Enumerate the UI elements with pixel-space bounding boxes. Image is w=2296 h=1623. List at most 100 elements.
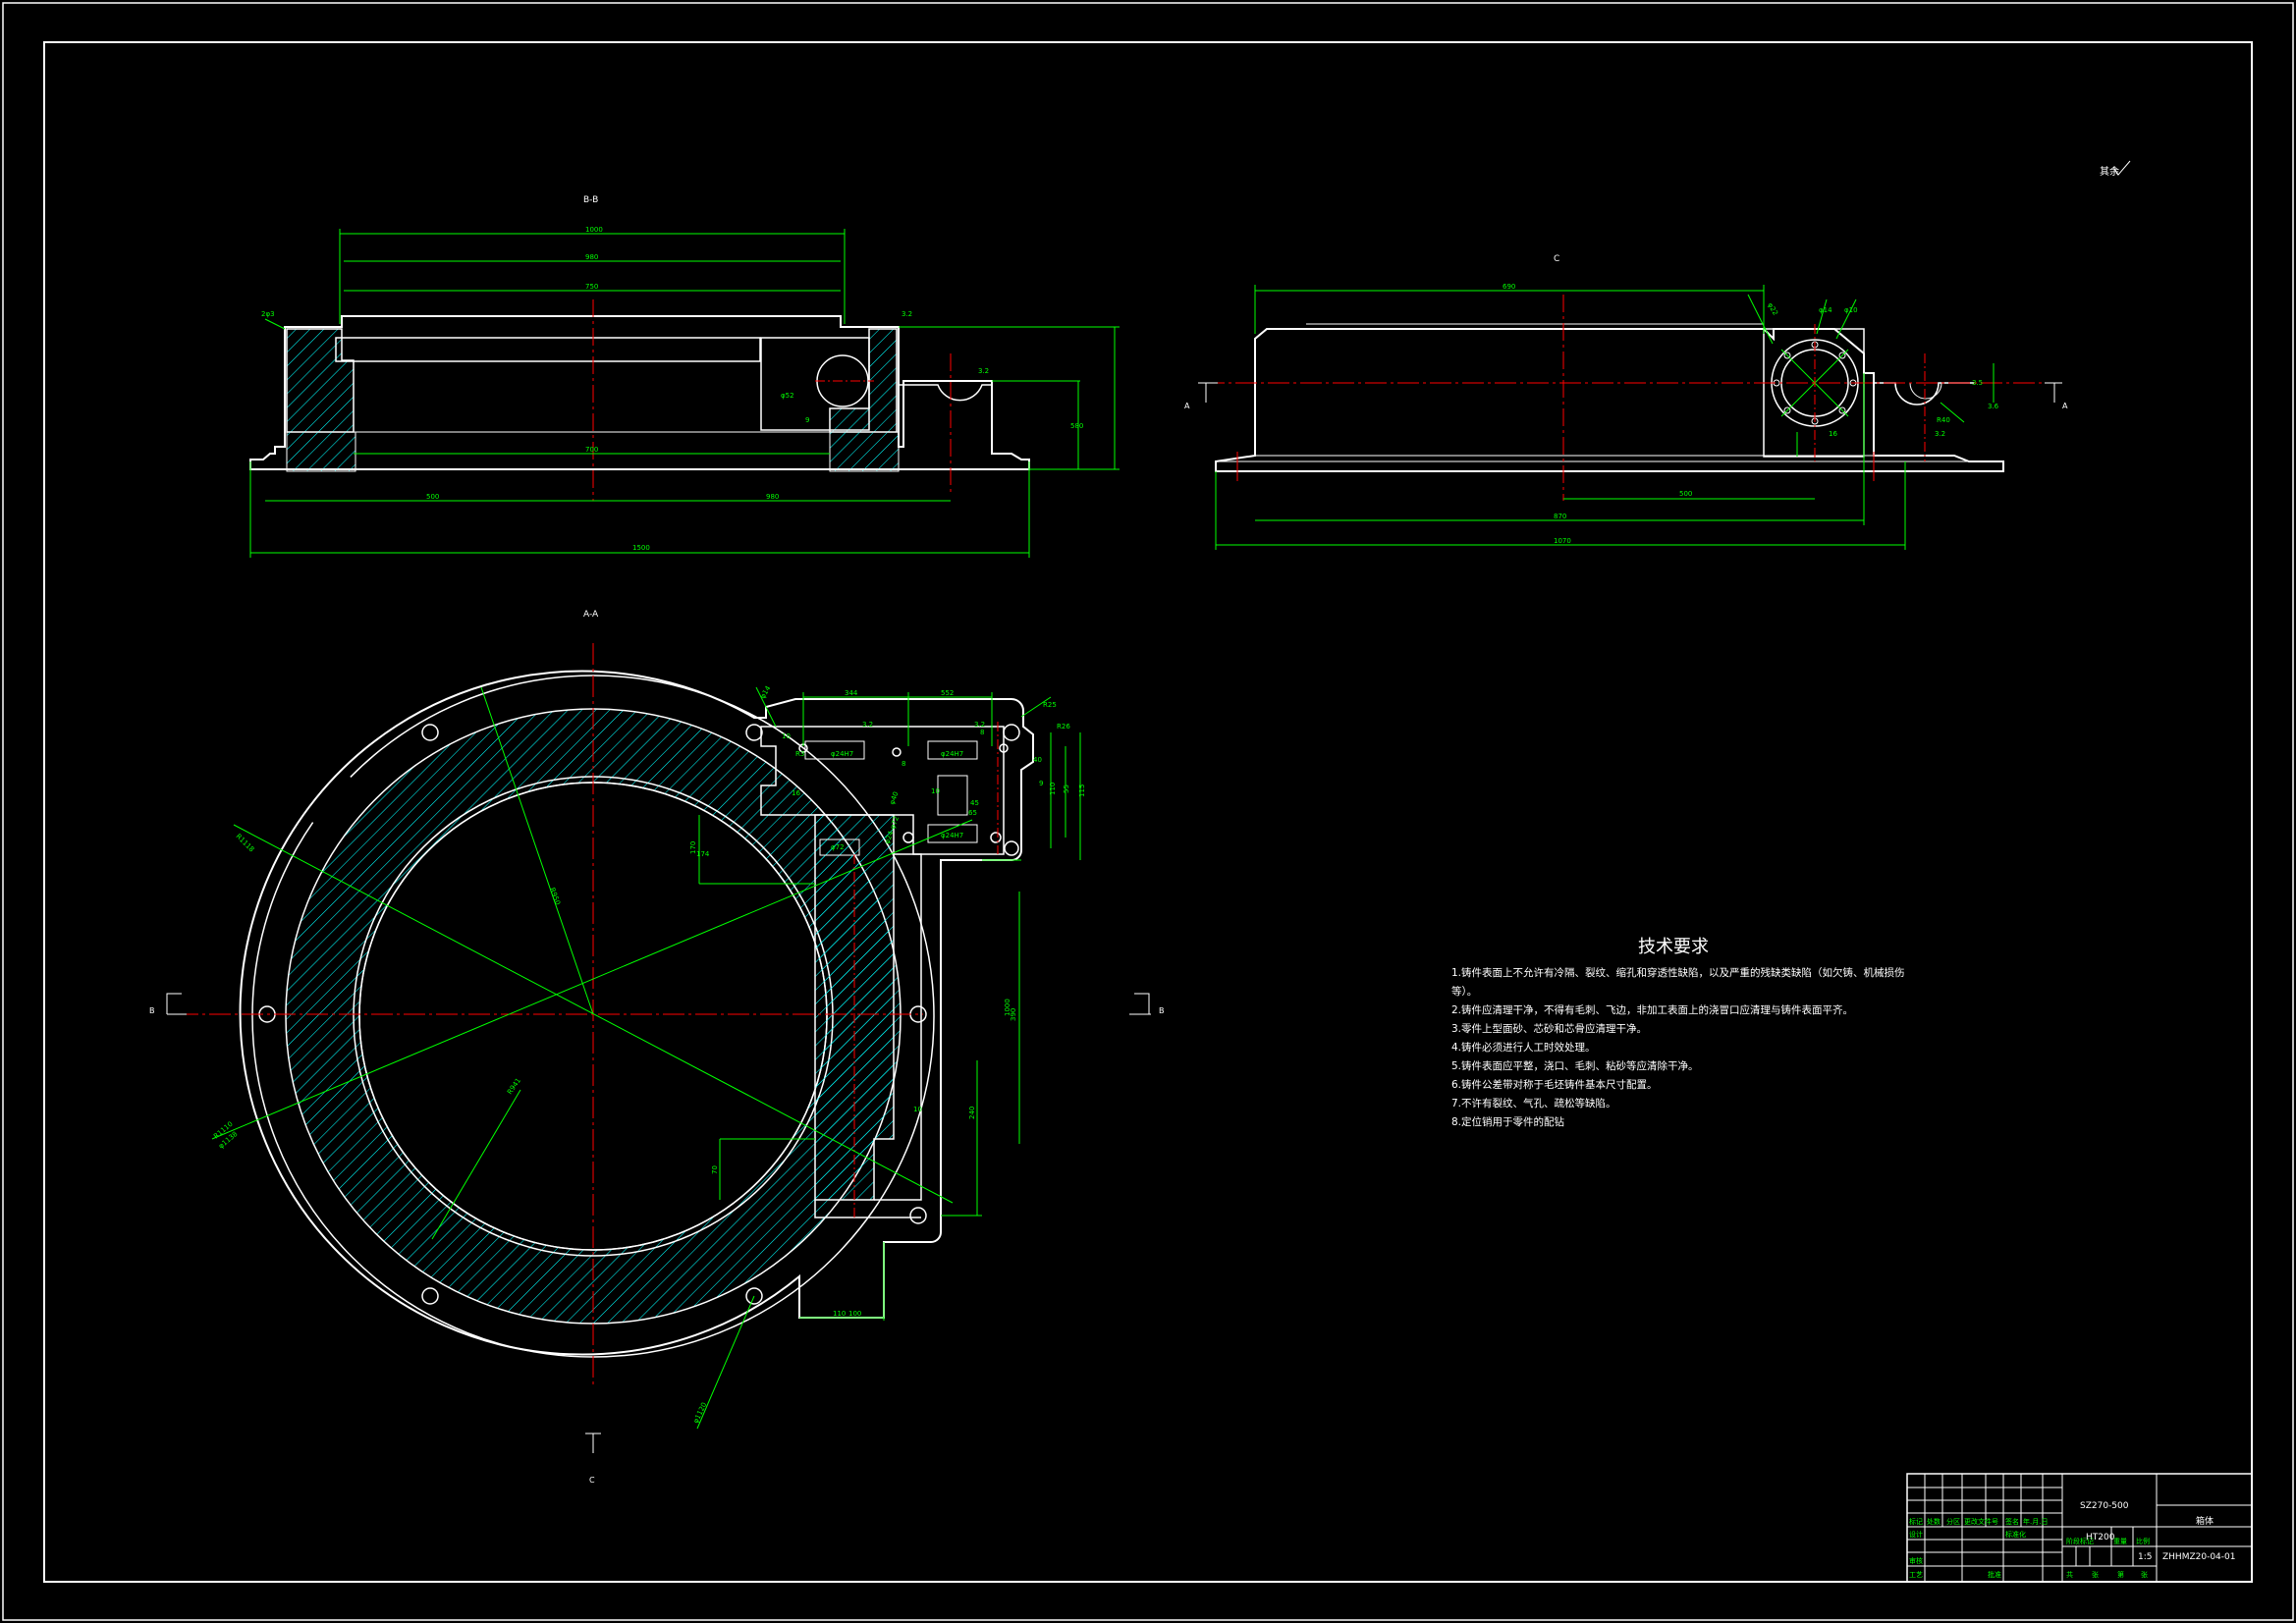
view-label-plan: A-A <box>583 610 599 620</box>
tech-item-8: 8.定位销用于零件的配钻 <box>1451 1116 1565 1128</box>
tb-label-0: 标记 <box>1909 1517 1923 1526</box>
tech-item-2: 2.铸件应清理干净，不得有毛刺、飞边，非加工表面上的浇冒口应清理与铸件表面平齐。 <box>1451 1004 1854 1016</box>
tech-item-1: 1.铸件表面上不允许有冷隔、裂纹、缩孔和穿透性缺陷，以及严重的残缺类缺陷（如欠铸… <box>1451 967 1905 979</box>
plan-dim-4: φ14 <box>759 684 773 700</box>
tb-label-3: 更改文件号 <box>1964 1517 1998 1526</box>
plan-dim-7: 110 <box>833 1310 846 1318</box>
plan-slot-4 <box>937 775 968 816</box>
tech-item-3: 3.零件上型面砂、芯砂和芯骨应清理干净。 <box>1451 1023 1648 1035</box>
tech-item-4: 4.铸件必须进行人工时效处理。 <box>1451 1042 1596 1054</box>
front-dim-lines <box>249 229 1120 558</box>
plan-dim-5: φ1120 <box>692 1401 709 1425</box>
plan-slot-1 <box>804 740 865 760</box>
side-section-mark-a-left: A <box>1184 402 1190 410</box>
tb-label-7: 标准化 <box>2005 1530 2026 1539</box>
plan-slot-2 <box>927 740 978 760</box>
side-section-marks <box>1198 382 2062 403</box>
front-hatch-base-right <box>829 431 900 472</box>
plan-dim-12: 344 <box>845 689 858 697</box>
plan-dim-lines <box>211 686 1081 1430</box>
plan-dim-32: 9 <box>1039 780 1043 787</box>
front-dim-3: 750 <box>585 283 598 291</box>
technical-requirements: 技术要求 1.铸件表面上不允许有冷隔、裂纹、缩孔和穿透性缺陷，以及严重的残缺类缺… <box>1451 933 1905 1132</box>
front-dim-9: 500 <box>426 493 439 501</box>
plan-dim-6: 1000 <box>1004 999 1011 1016</box>
front-bearing-seat <box>899 384 992 402</box>
tb-label-15: 张 <box>2092 1570 2099 1579</box>
plan-slot-3 <box>927 824 978 843</box>
side-dim-9: 500 <box>1679 490 1692 498</box>
front-dim-11: 580 <box>1070 422 1083 430</box>
plan-section-mark-c: C <box>589 1476 595 1485</box>
plan-dim-22: φ24H7 <box>941 750 963 758</box>
plan-section-view: B B C R1118 R1110 R950 R941 φ14 φ1120 10… <box>149 643 1165 1485</box>
side-dim-7: 3.2 <box>1935 430 1945 438</box>
front-hatch-base-left <box>286 431 356 472</box>
plan-dim-18: 40 <box>1033 756 1042 764</box>
view-label-front: B-B <box>583 195 598 205</box>
plan-dim-16: 10 <box>782 732 791 740</box>
side-dim-4: 16 <box>1829 430 1837 438</box>
tb-label-2: 分区 <box>1946 1517 1960 1526</box>
tb-label-12: 工艺 <box>1909 1571 1923 1579</box>
inner-frame <box>43 41 2253 1583</box>
plan-dim-26: 170 <box>689 841 697 854</box>
plan-section-marks <box>166 993 1151 1453</box>
title-block-text: SZ270-500 箱体 HT200 ZHHMZ20-04-01 1:5 标记 … <box>1909 1501 2235 1579</box>
plan-dim-24: 16 <box>792 789 800 797</box>
tb-label-10: 比例 <box>2136 1537 2150 1545</box>
side-view: A A 690 φ22 φ14 φ10 16 3.5 R40 3.2 3.6 5… <box>1184 283 2068 550</box>
plan-dim-31: 110 <box>1049 783 1057 795</box>
roughness-symbol <box>2112 160 2131 176</box>
plan-slot-5 <box>819 839 860 856</box>
tb-label-17: 张 <box>2141 1570 2148 1579</box>
plan-dim-0: R1118 <box>235 833 256 854</box>
front-dim-5: 700 <box>585 446 598 454</box>
front-section-view: 2φ3 1000 980 750 9 700 3.2 3.2 φ52 500 9… <box>249 226 1120 558</box>
tech-item-7: 7.不许有裂纹、气孔、疏松等缺陷。 <box>1451 1098 1616 1109</box>
front-dim-0: 2φ3 <box>261 310 275 318</box>
plan-dim-34: 10 <box>913 1106 922 1113</box>
tb-label-16: 第 <box>2117 1570 2124 1579</box>
plan-dim-38: 70 <box>711 1165 719 1174</box>
tb-label-13: 批准 <box>1988 1570 2001 1579</box>
plan-channel-inner <box>814 853 922 1218</box>
plan-dim-13: 552 <box>941 689 954 697</box>
front-pocket <box>760 337 870 431</box>
front-dim-12: 1500 <box>632 544 650 552</box>
plan-dim-10: R26 <box>1057 723 1070 730</box>
plan-dim-14: 3.2 <box>862 721 873 729</box>
tech-item-5: 5.铸件表面应平整，浇口、毛刺、粘砂等应清除干净。 <box>1451 1060 1699 1072</box>
plan-dim-27: φ40 <box>888 790 900 805</box>
front-outline <box>249 315 1030 470</box>
view-label-side: C <box>1554 254 1559 264</box>
tb-label-4: 签名 <box>2005 1517 2019 1526</box>
plan-dim-20: 8 <box>980 729 984 736</box>
material: HT200 <box>2086 1533 2115 1542</box>
front-dim-6: 3.2 <box>902 310 912 318</box>
plan-dim-36: 390 <box>1010 1008 1017 1021</box>
side-section-mark-a-right: A <box>2062 402 2068 410</box>
plan-bolt-holes <box>258 724 1020 1305</box>
plan-dim-39: 100 <box>848 1310 861 1318</box>
front-dim-8: φ52 <box>781 392 794 400</box>
side-bearing-seat <box>1874 382 1974 406</box>
tb-label-6: 设计 <box>1909 1530 1923 1539</box>
front-dim-2: 980 <box>585 253 598 261</box>
plan-dim-25: φ72 <box>831 843 845 851</box>
side-bearing-seat-2 <box>1909 382 1942 400</box>
plan-dim-3: R941 <box>506 1077 522 1097</box>
part-code: ZHHMZ20-04-01 <box>2162 1552 2235 1562</box>
plan-dim-17: R3 <box>795 750 804 758</box>
side-dim-3: φ10 <box>1844 306 1858 314</box>
plan-dim-28: 8 <box>902 760 905 768</box>
plan-upper-pocket <box>760 726 1005 855</box>
title-block <box>1906 1473 2253 1583</box>
plan-dim-2: R950 <box>548 887 562 906</box>
plan-outline <box>239 670 1034 1356</box>
side-dim-10: 870 <box>1554 513 1566 520</box>
scale: 1:5 <box>2138 1552 2152 1562</box>
tech-item-1-cont: 等）。 <box>1451 986 1478 998</box>
tech-item-6: 6.铸件公差带对称于毛坯铸件基本尺寸配置。 <box>1451 1079 1658 1091</box>
side-dim-11: 1070 <box>1554 537 1571 545</box>
